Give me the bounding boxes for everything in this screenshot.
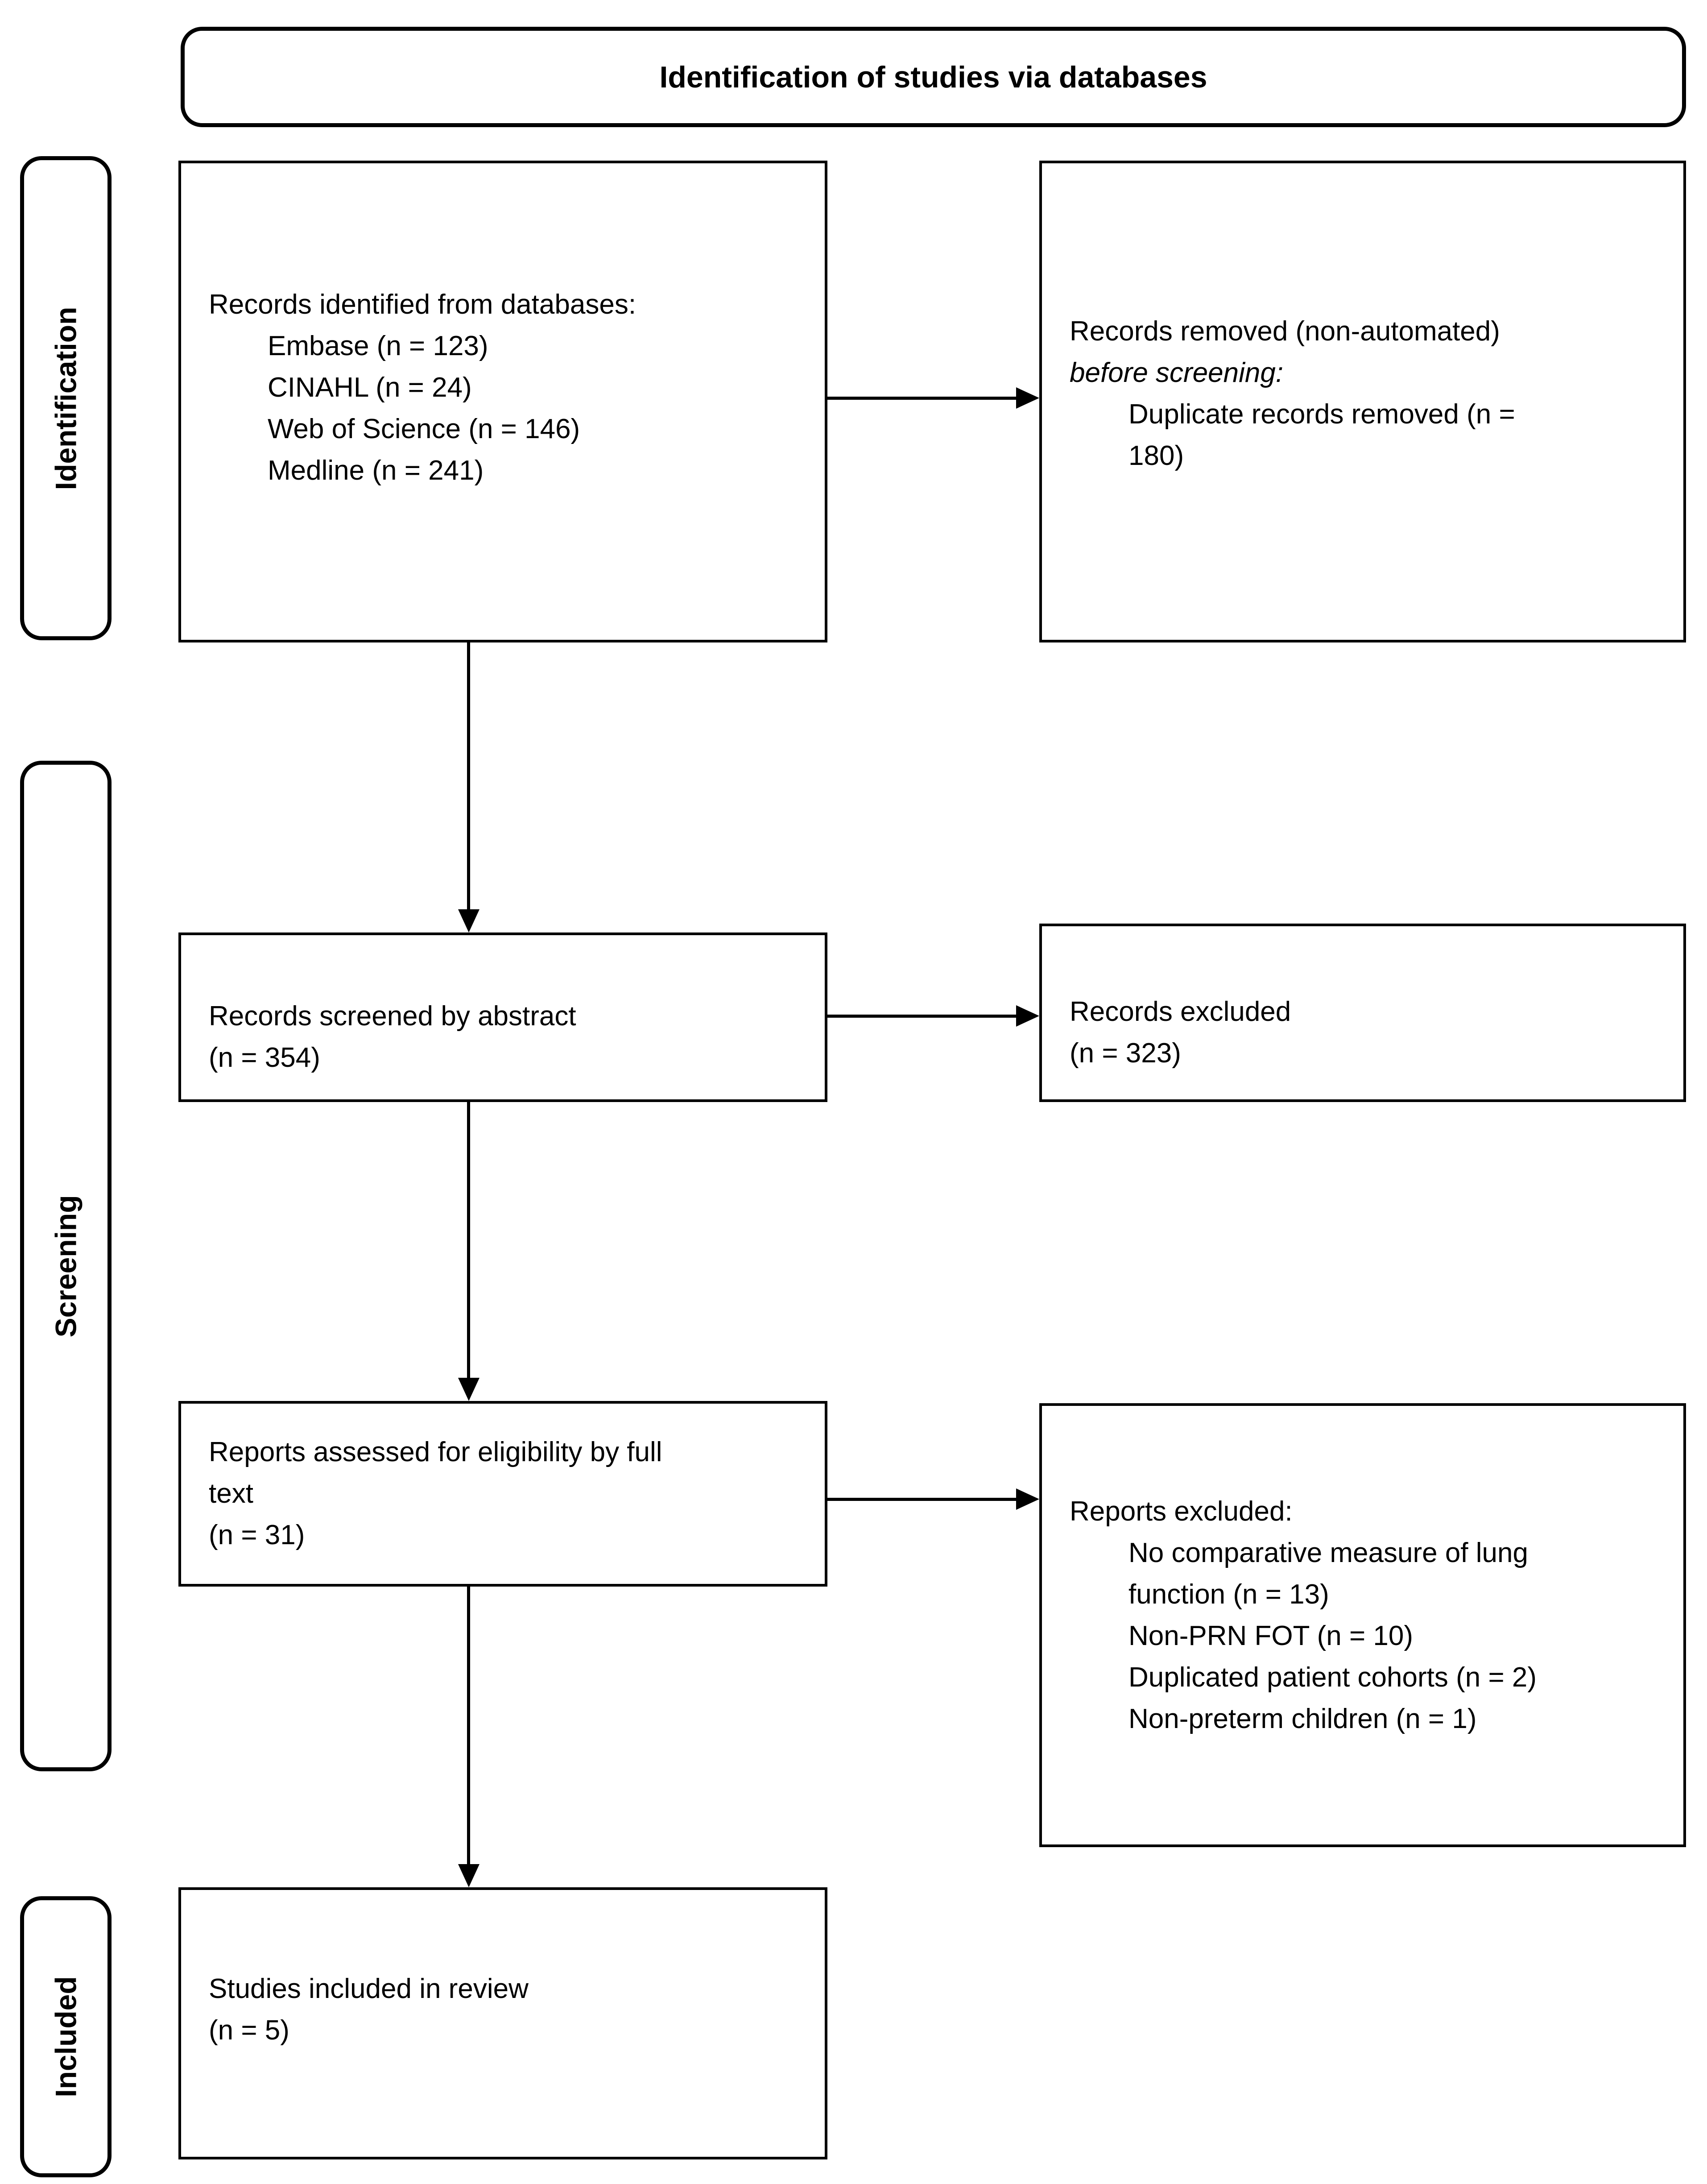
text-line: (n = 323) [1070, 1038, 1181, 1069]
arrow-shaft [827, 1498, 1019, 1501]
arrow-shaft [467, 1587, 470, 1865]
arrow-down-icon [458, 909, 479, 932]
arrow-shaft [467, 1102, 470, 1379]
diagram-title: Identification of studies via databases [659, 60, 1207, 94]
text-line: Records screened by abstract [209, 1001, 576, 1032]
arrow-right-icon [1016, 387, 1039, 409]
box-studies-included: Studies included in review (n = 5) [178, 1887, 827, 2159]
arrow-right-icon [1016, 1488, 1039, 1510]
text-line: before screening: [1070, 357, 1284, 388]
arrow-shaft [827, 397, 1019, 400]
arrow-shaft [827, 1015, 1019, 1018]
text-line: Duplicated patient cohorts (n = 2) [1128, 1662, 1537, 1693]
text-line: No comparative measure of lung [1128, 1538, 1529, 1568]
text-line: Duplicate records removed (n = [1128, 399, 1515, 430]
stage-label-screening-text: Screening [49, 1194, 83, 1338]
box-reports-excluded: Reports excluded: No comparative measure… [1039, 1403, 1686, 1847]
text-line: (n = 5) [209, 2015, 289, 2046]
text-line: (n = 354) [209, 1042, 320, 1073]
box-records-removed: Records removed (non-automated) before s… [1039, 161, 1686, 642]
text-line: Records removed (non-automated) [1070, 316, 1500, 347]
arrow-down-icon [458, 1378, 479, 1401]
stage-label-identification-text: Identification [49, 307, 83, 490]
arrow-right-icon [1016, 1005, 1039, 1027]
text-line: text [209, 1478, 253, 1509]
arrow-down-icon [458, 1864, 479, 1887]
text-line: Reports assessed for eligibility by full [209, 1437, 662, 1467]
text-line: Web of Science (n = 146) [268, 414, 580, 444]
text-line: Non-PRN FOT (n = 10) [1128, 1620, 1413, 1651]
title-box: Identification of studies via databases [181, 27, 1686, 127]
text-line: Medline (n = 241) [268, 455, 484, 486]
box-reports-assessed: Reports assessed for eligibility by full… [178, 1401, 827, 1587]
text-line: Records excluded [1070, 996, 1291, 1027]
box-records-excluded: Records excluded (n = 323) [1039, 924, 1686, 1102]
text-line: Non-preterm children (n = 1) [1128, 1703, 1477, 1734]
text-line: CINAHL (n = 24) [268, 372, 472, 403]
text-line: Studies included in review [209, 1973, 529, 2004]
box-records-identified: Records identified from databases: Embas… [178, 161, 827, 642]
text-line: Records identified from databases: [209, 289, 637, 320]
box-records-screened: Records screened by abstract (n = 354) [178, 932, 827, 1102]
stage-label-screening: Screening [20, 761, 112, 1771]
text-line: 180) [1128, 440, 1184, 471]
stage-label-identification: Identification [20, 156, 112, 640]
text-line: function (n = 13) [1128, 1579, 1329, 1610]
stage-label-included: Included [20, 1896, 112, 2177]
text-line: (n = 31) [209, 1520, 305, 1550]
text-line: Embase (n = 123) [268, 331, 488, 361]
stage-label-included-text: Included [49, 1976, 83, 2097]
text-line: Reports excluded: [1070, 1496, 1293, 1527]
arrow-shaft [467, 642, 470, 910]
